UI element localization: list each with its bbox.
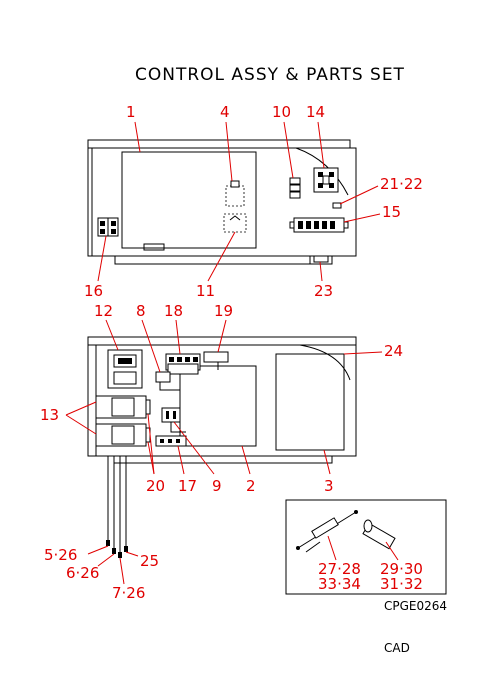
callout-4: 4 <box>220 103 230 121</box>
callout-23: 23 <box>314 282 333 300</box>
cad-mark: CAD <box>384 641 410 655</box>
callout-20: 20 <box>146 477 165 495</box>
callout-15: 15 <box>382 203 401 221</box>
callout-27-28: 27·28 <box>318 560 361 578</box>
control-assy-bottom-view <box>87 336 357 558</box>
callout-10: 10 <box>272 103 291 121</box>
callout-9: 9 <box>212 477 222 495</box>
callout-31-32: 31·32 <box>380 575 423 593</box>
callout-14: 14 <box>306 103 325 121</box>
callout-17: 17 <box>178 477 197 495</box>
callout-11: 11 <box>196 282 215 300</box>
callout-33-34: 33·34 <box>318 575 361 593</box>
callout-labels: 1 4 10 14 21·22 15 16 11 23 12 8 18 19 2… <box>40 103 423 602</box>
callout-18: 18 <box>164 302 183 320</box>
bottom-leaders <box>65 319 383 585</box>
callout-2: 2 <box>246 477 256 495</box>
callout-6-26: 6·26 <box>66 564 99 582</box>
callout-1: 1 <box>126 103 136 121</box>
control-assy-top-view <box>87 139 357 265</box>
callout-12: 12 <box>94 302 113 320</box>
callout-29-30: 29·30 <box>380 560 423 578</box>
callout-13: 13 <box>40 406 59 424</box>
callout-21-22: 21·22 <box>380 175 423 193</box>
callout-7-26: 7·26 <box>112 584 145 602</box>
diagram-title: CONTROL ASSY & PARTS SET <box>135 65 405 85</box>
drawing-code: CPGE0264 <box>384 599 447 613</box>
callout-8: 8 <box>136 302 146 320</box>
callout-19: 19 <box>214 302 233 320</box>
top-leaders <box>97 121 381 282</box>
callout-25: 25 <box>140 552 159 570</box>
parts-set-box <box>285 499 447 595</box>
callout-16: 16 <box>84 282 103 300</box>
callout-3: 3 <box>324 477 334 495</box>
callout-5-26: 5·26 <box>44 546 77 564</box>
callout-24: 24 <box>384 342 403 360</box>
